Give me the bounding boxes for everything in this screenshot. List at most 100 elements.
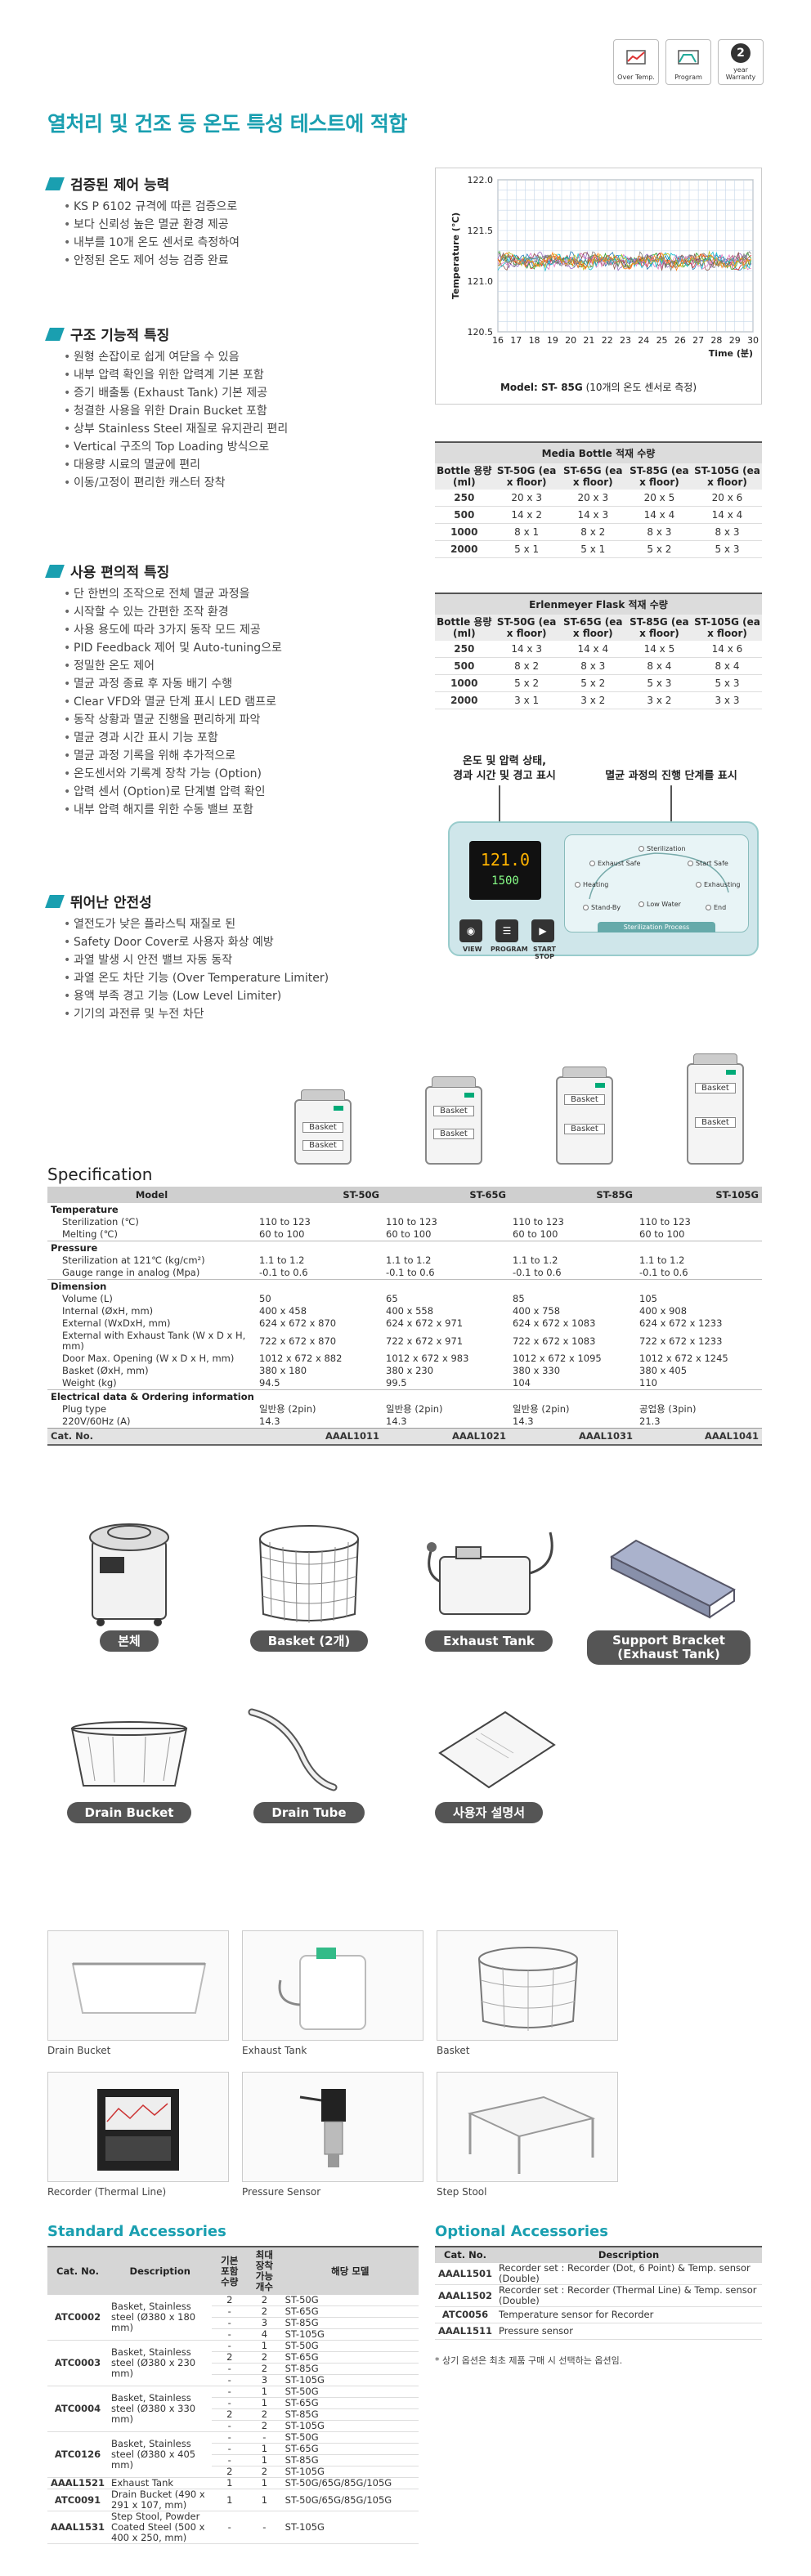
acc-description: Basket, Stainless steel (Ø380 x 230 mm) xyxy=(108,2340,213,2386)
y-tick-label: 121.0 xyxy=(468,276,494,287)
spec-row: Dimension xyxy=(47,1279,762,1293)
bullet-item: 멸균 경과 시간 표시 기능 포함 xyxy=(64,729,282,747)
program-button[interactable]: ☰ xyxy=(495,919,518,942)
acc-cell: 4 xyxy=(247,2328,282,2341)
start-stop-button[interactable]: ▶ xyxy=(531,919,554,942)
acc-description: Basket, Stainless steel (Ø380 x 405 mm) xyxy=(108,2431,213,2478)
spec-value: 722 x 672 x 971 xyxy=(386,1335,464,1347)
bullet-item: Safety Door Cover로 사용자 화상 예방 xyxy=(64,933,329,951)
table-cell: 2000 xyxy=(435,691,494,709)
table-cell: 250 xyxy=(435,641,494,658)
table-cell: 14 x 5 xyxy=(625,641,692,658)
table-cell: 8 x 3 xyxy=(559,657,626,675)
bullet-item: 과열 온도 차단 기능 (Over Temperature Limiter) xyxy=(64,969,329,987)
acc-cell: - xyxy=(212,2511,248,2544)
acc-cell: - xyxy=(212,2443,248,2455)
photo-caption: Recorder (Thermal Line) xyxy=(47,2186,167,2198)
spec-value: 400 x 908 xyxy=(639,1305,688,1317)
section-mark-icon xyxy=(45,177,65,190)
acc-cell: 2 xyxy=(247,2305,282,2318)
table-cell: 3 x 2 xyxy=(559,691,626,709)
spec-row: Gauge range in analog (Mpa)-0.1 to 0.6-0… xyxy=(47,1267,762,1280)
media-bottle-table: Media Bottle 적재 수량 Bottle 용량 (ml) ST-50G… xyxy=(435,441,762,558)
acc-cell: - xyxy=(212,2340,248,2352)
photo-caption: Step Stool xyxy=(437,2186,487,2198)
spec-value: 104 xyxy=(513,1377,531,1389)
y-tick-label: 120.5 xyxy=(468,327,494,338)
spec-value: 1012 x 672 x 983 xyxy=(386,1353,469,1364)
process-diagram: Sterilization Exhaust Safe Start Safe He… xyxy=(564,834,749,932)
spec-value: 1.1 to 1.2 xyxy=(639,1254,685,1266)
control-panel-illustration: 온도 및 압력 상태,경과 시간 및 경고 표시 멸균 과정의 진행 단계를 표… xyxy=(435,740,762,960)
standard-accessories-title: Standard Accessories xyxy=(47,2223,226,2240)
acc-cat-no: AAAL1511 xyxy=(435,2323,496,2340)
program-graph-icon xyxy=(676,40,701,74)
acc-cat-no: ATC0003 xyxy=(47,2340,109,2386)
spec-value: -0.1 to 0.6 xyxy=(513,1267,562,1278)
table-cell: 2000 xyxy=(435,540,494,558)
process-node: Start Safe xyxy=(688,860,728,867)
bullet-item: 정밀한 온도 제어 xyxy=(64,657,282,675)
acc-cell: ST-50G xyxy=(281,2431,419,2444)
process-node: Stand-By xyxy=(583,904,621,911)
acc-cat-no: ATC0091 xyxy=(47,2489,109,2511)
bullet-item: 온도센서와 기록계 장착 가능 (Option) xyxy=(64,765,282,783)
col-header: ST-105G (ea x floor) xyxy=(692,615,762,641)
flask-table: Erlenmeyer Flask 적재 수량 Bottle 용량 (ml) ST… xyxy=(435,593,762,709)
spec-row: External with Exhaust Tank (W x D x H, m… xyxy=(47,1330,762,1353)
spec-value: 공업용 (3pin) xyxy=(639,1403,697,1415)
acc-cell: 2 xyxy=(247,2466,282,2478)
view-button-label: VIEW xyxy=(463,946,482,953)
included-item-manual: 사용자 설명서 xyxy=(407,1696,571,1823)
spec-value: 1012 x 672 x 1095 xyxy=(513,1353,602,1364)
pointer-line xyxy=(670,785,672,831)
basket-label: Basket xyxy=(433,1129,474,1139)
spec-label: Weight (kg) xyxy=(62,1377,117,1389)
optional-note: * 상기 옵션은 최초 제품 구매 시 선택하는 옵션임. xyxy=(435,2355,623,2366)
acc-cell: ST-50G/65G/85G/105G xyxy=(281,2489,419,2511)
acc-description: Basket, Stainless steel (Ø380 x 180 mm) xyxy=(108,2295,213,2341)
section-mark-icon xyxy=(45,894,65,908)
section-heading-control: 검증된 제어 능력 xyxy=(45,173,169,194)
table-cell: 8 x 4 xyxy=(692,657,762,675)
spec-value: -0.1 to 0.6 xyxy=(259,1267,308,1278)
view-button[interactable]: ◉ xyxy=(459,919,482,942)
spec-value: 722 x 672 x 1233 xyxy=(639,1335,723,1347)
table-cell: 1000 xyxy=(435,523,494,541)
acc-cell: 1 xyxy=(247,2340,282,2352)
acc-cell: ST-105G xyxy=(281,2466,419,2478)
acc-cat-no: ATC0126 xyxy=(47,2431,109,2478)
acc-cell: ST-65G xyxy=(281,2351,419,2364)
acc-cell: ST-85G xyxy=(281,2408,419,2421)
acc-description: Pressure sensor xyxy=(495,2323,762,2340)
spec-value: 110 to 123 xyxy=(639,1216,691,1228)
table-cell: 3 x 1 xyxy=(493,691,560,709)
acc-cell: - xyxy=(212,2397,248,2409)
bullet-item: 열전도가 낮은 플라스틱 재질로 된 xyxy=(64,915,329,933)
col-header: ST-50G (ea x floor) xyxy=(493,615,560,641)
acc-cell: - xyxy=(212,2305,248,2318)
acc-cell: ST-105G xyxy=(281,2511,419,2544)
acc-description: Recorder set : Recorder (Dot, 6 Point) &… xyxy=(495,2263,762,2285)
spec-value: 110 to 123 xyxy=(386,1216,437,1228)
media-bottle-title: Media Bottle 적재 수량 xyxy=(435,443,762,463)
included-item-body: 본체 xyxy=(47,1508,211,1652)
x-tick-label: 28 xyxy=(710,335,722,346)
bullet-item: 내부를 10개 온도 센서로 측정하여 xyxy=(64,234,240,252)
acc-cat-no: AAAL1531 xyxy=(47,2511,109,2544)
spec-label: Internal (ØxH, mm) xyxy=(62,1305,154,1317)
acc-cell: ST-50G xyxy=(281,2386,419,2398)
